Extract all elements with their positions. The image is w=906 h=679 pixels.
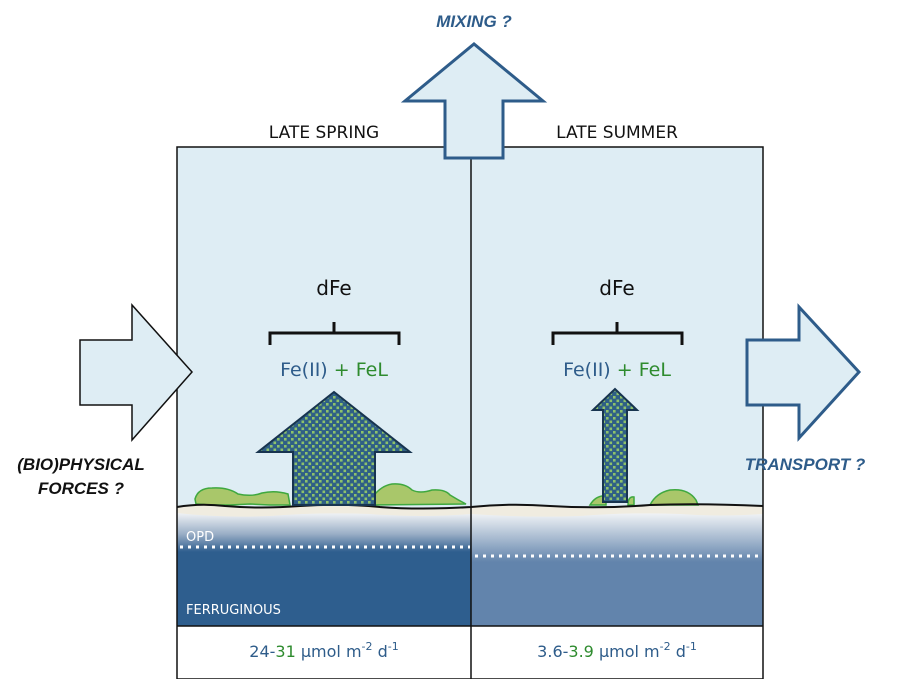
physical-forces-arrow <box>79 303 194 442</box>
season-label-spring: LATE SPRING <box>269 123 379 143</box>
fe2-label: Fe(II) <box>563 359 611 381</box>
ferruginous-label: FERRUGINOUS <box>186 603 281 618</box>
physical-forces-label-line1: (BIO)PHYSICAL <box>17 455 145 474</box>
fel-label: FeL <box>639 359 672 381</box>
season-label-summer: LATE SUMMER <box>556 123 678 143</box>
benthic-flux-arrow-summer <box>590 387 640 503</box>
plus-label: + <box>334 359 350 381</box>
flux-value-spring: 24-31 μmol m-2 d-1 <box>249 640 398 661</box>
opd-label: OPD <box>186 530 214 545</box>
dfe-label-summer: dFe <box>599 276 634 300</box>
sediment-gradient-summer <box>471 512 763 562</box>
fel-label: FeL <box>356 359 389 381</box>
plus-label: + <box>617 359 633 381</box>
ferruginous-layer-summer <box>471 562 763 626</box>
iron-species-spring: Fe(II) + FeL <box>280 359 388 381</box>
fe2-label: Fe(II) <box>280 359 328 381</box>
brace-summer <box>551 322 684 345</box>
iron-species-summer: Fe(II) + FeL <box>563 359 671 381</box>
mixing-label: MIXING ? <box>436 12 512 31</box>
transport-arrow <box>745 303 862 442</box>
flux-value-summer: 3.6-3.9 μmol m-2 d-1 <box>537 640 697 661</box>
ferruginous-layer-spring <box>177 552 471 626</box>
biofilm-summer <box>588 488 700 506</box>
sediment-surface-line <box>176 503 764 510</box>
benthic-flux-arrow-spring <box>255 390 413 506</box>
transport-label: TRANSPORT ? <box>745 455 866 474</box>
physical-forces-label-line2: FORCES ? <box>38 479 125 498</box>
brace-spring <box>268 322 401 345</box>
dfe-label-spring: dFe <box>316 276 351 300</box>
mixing-arrow <box>400 42 548 160</box>
sediment-gradient-spring <box>177 512 471 552</box>
